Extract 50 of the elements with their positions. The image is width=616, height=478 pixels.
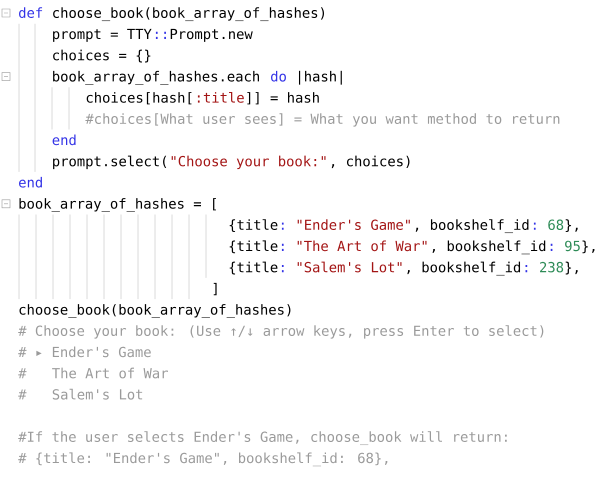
code-comment: Salem's Lot: [52, 388, 142, 400]
code-string: "Salem's Lot": [298, 262, 402, 272]
code-text: choose_book(book_array_of_hashes): [53, 7, 324, 22]
code-text: , choices): [332, 156, 410, 168]
code-number: 95: [565, 240, 580, 252]
code-keyword: :: [534, 222, 536, 230]
code-comment: The Art of War: [52, 368, 168, 378]
code-comment: #: [18, 368, 27, 378]
code-text: ]] = hash: [247, 92, 319, 104]
code-text: },: [582, 240, 594, 254]
code-text: },: [566, 219, 578, 232]
code-number: 68: [548, 220, 564, 230]
code-comment: #choices[What user sees] = What you want method to return: [85, 113, 560, 127]
code-keyword: :: [550, 244, 552, 251]
code-keyword: :: [282, 244, 284, 251]
code-string: :title: [198, 92, 244, 103]
code-string: "Ender's Game": [298, 219, 410, 230]
code-text: choose_book(book_array_of_hashes): [20, 304, 290, 318]
code-text: choices[hash[: [86, 92, 192, 104]
code-text: prompt.select(: [53, 156, 166, 170]
code-comment: # {title: "Ender's Game", bookshelf_id: 68},: [18, 452, 388, 466]
code-number: 238: [540, 262, 564, 272]
code-comment: # Choose your book: (Use ↑/↓ arrow keys, press Enter to select): [18, 325, 544, 339]
code-comment: # ▸ Ender's Game: [18, 346, 151, 358]
code-keyword: :: [526, 265, 528, 272]
code-string: "Choose your book:": [172, 156, 326, 170]
code-text: ]: [214, 282, 217, 296]
code-keyword: end: [19, 176, 42, 188]
code-text: },: [566, 262, 578, 274]
code-keyword: end: [52, 134, 76, 146]
code-text: book_array_of_hashes = [: [20, 198, 216, 212]
code-keyword: ::: [156, 32, 166, 39]
code-keyword: do: [271, 70, 286, 82]
code-text: Prompt.new: [170, 28, 253, 42]
code-text: , bookshelf_id: [407, 262, 520, 276]
code-text: {title: [230, 219, 278, 232]
code-string: "The Art of War": [298, 240, 426, 252]
code-text: prompt = TTY: [53, 28, 152, 42]
code-comment: #: [18, 389, 27, 400]
code-text: |hash|: [298, 70, 342, 85]
code-keyword: :: [282, 265, 284, 272]
code-text: , bookshelf_id: [416, 219, 528, 234]
code-text: {title: [230, 240, 278, 254]
code-comment: #If the user selects Ender's Game, choose_book will return:: [18, 431, 507, 446]
code-text: {title: [230, 262, 278, 274]
code-keyword: :: [282, 222, 284, 230]
code-keyword: def: [19, 7, 42, 18]
code-text: , bookshelf_id: [432, 240, 546, 254]
code-text: book_array_of_hashes.each: [53, 70, 259, 85]
code-text: choices = {}: [53, 50, 150, 62]
